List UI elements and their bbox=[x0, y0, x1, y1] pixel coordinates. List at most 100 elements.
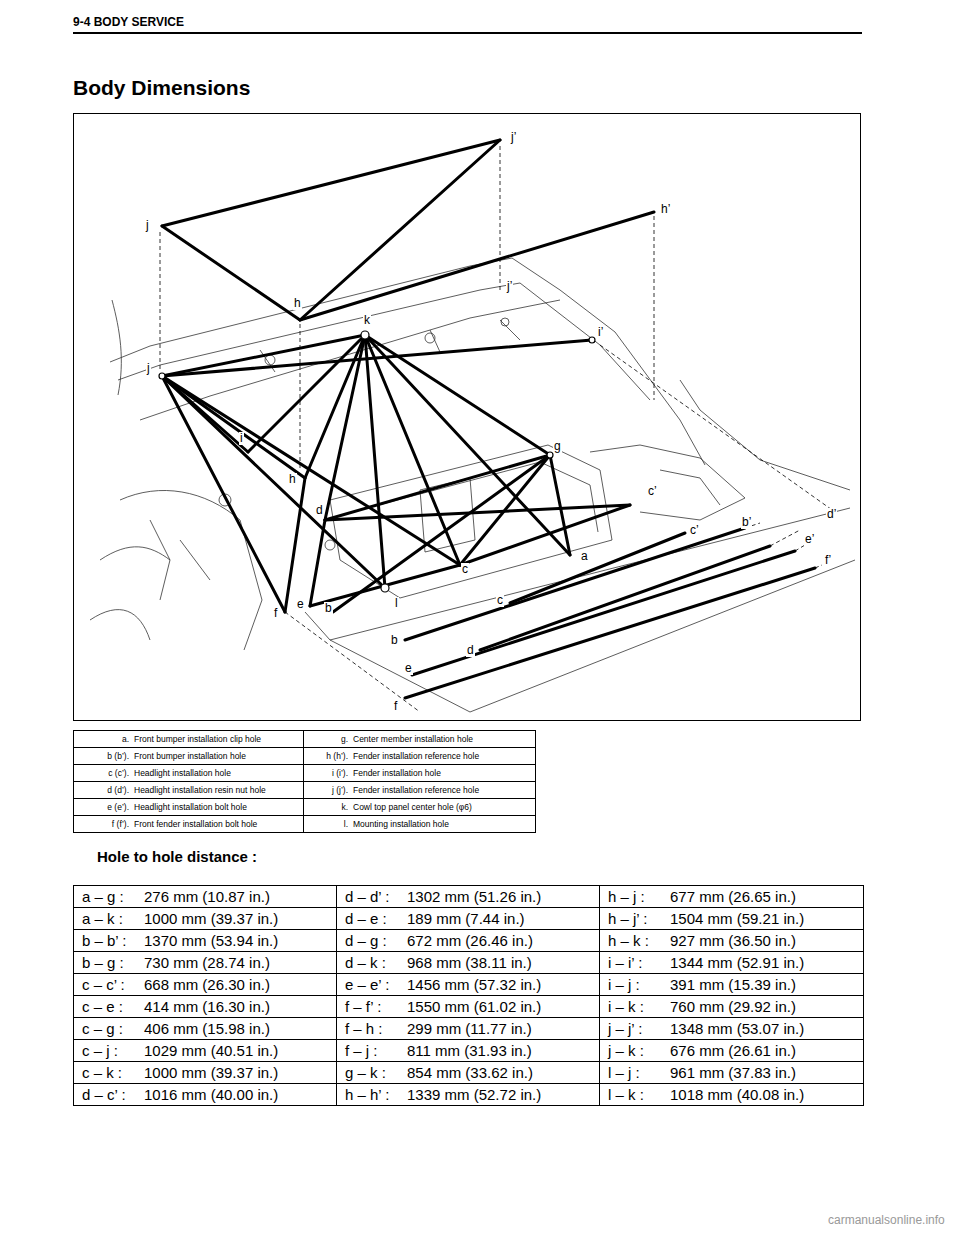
key-letter: b (b’). bbox=[74, 751, 129, 761]
point-label: b bbox=[390, 634, 399, 647]
point-label: a bbox=[580, 550, 589, 563]
distance-value: 730 mm (28.74 in.) bbox=[144, 954, 270, 971]
distance-pair: h – k : bbox=[608, 932, 670, 949]
distance-pair: h – j : bbox=[608, 888, 670, 905]
distance-value: 1456 mm (57.32 in.) bbox=[407, 976, 541, 993]
key-letter: j (j’). bbox=[304, 785, 348, 795]
measurement-lines bbox=[162, 140, 815, 698]
key-letter: h (h’). bbox=[304, 751, 348, 761]
point-label: j’ bbox=[510, 131, 517, 144]
distance-pair: c – e : bbox=[82, 998, 144, 1015]
distance-pair: h – j’ : bbox=[608, 910, 670, 927]
point-label: h bbox=[288, 473, 297, 486]
point-label: i bbox=[239, 432, 244, 445]
point-label: g bbox=[553, 440, 562, 453]
point-label: b’ bbox=[741, 516, 752, 529]
distance-value: 1348 mm (53.07 in.) bbox=[670, 1020, 804, 1037]
distance-pair: j – k : bbox=[608, 1042, 670, 1059]
point-label: c’ bbox=[689, 524, 700, 537]
distance-value: 677 mm (26.65 in.) bbox=[670, 888, 796, 905]
key-letter: g. bbox=[304, 734, 348, 744]
distance-pair: c – j : bbox=[82, 1042, 144, 1059]
point-label: c bbox=[461, 563, 469, 576]
page-title: Body Dimensions bbox=[73, 76, 250, 100]
key-description: Cowl top panel center hole (φ6) bbox=[348, 802, 472, 812]
key-letter: i (i’). bbox=[304, 768, 348, 778]
distance-pair: c – g : bbox=[82, 1020, 144, 1037]
distance-pair: d – g : bbox=[345, 932, 407, 949]
point-label: h’ bbox=[660, 203, 671, 216]
figure-frame bbox=[74, 114, 861, 721]
distance-value: 1550 mm (61.02 in.) bbox=[407, 998, 541, 1015]
distance-value: 1016 mm (40.00 in.) bbox=[144, 1086, 278, 1103]
distance-value: 1504 mm (59.21 in.) bbox=[670, 910, 804, 927]
distance-pair: e – e’ : bbox=[345, 976, 407, 993]
distance-pair: j – j’ : bbox=[608, 1020, 670, 1037]
point-label: b bbox=[324, 602, 333, 615]
distance-value: 927 mm (36.50 in.) bbox=[670, 932, 796, 949]
distance-value: 1370 mm (53.94 in.) bbox=[144, 932, 278, 949]
distance-pair: a – k : bbox=[82, 910, 144, 927]
distance-value: 276 mm (10.87 in.) bbox=[144, 888, 270, 905]
distance-value: 760 mm (29.92 in.) bbox=[670, 998, 796, 1015]
hole-marks bbox=[159, 331, 595, 592]
point-label: j’ bbox=[506, 280, 513, 293]
distance-pair: i – k : bbox=[608, 998, 670, 1015]
distance-pair: f – h : bbox=[345, 1020, 407, 1037]
key-description: Front bumper installation clip hole bbox=[129, 734, 261, 744]
distance-value: 1344 mm (52.91 in.) bbox=[670, 954, 804, 971]
point-label: d bbox=[466, 644, 475, 657]
key-letter: a. bbox=[74, 734, 129, 744]
distance-table: a – g :276 mm (10.87 in.) d – d’ :1302 mm… bbox=[73, 885, 864, 1106]
distance-pair: d – k : bbox=[345, 954, 407, 971]
distance-value: 854 mm (33.62 in.) bbox=[407, 1064, 533, 1081]
distance-value: 1302 mm (51.26 in.) bbox=[407, 888, 541, 905]
distance-pair: a – g : bbox=[82, 888, 144, 905]
distance-value: 668 mm (26.30 in.) bbox=[144, 976, 270, 993]
key-description: Fender installation hole bbox=[348, 768, 441, 778]
key-letter: c (c’). bbox=[74, 768, 129, 778]
point-label: e bbox=[404, 662, 413, 675]
distance-value: 961 mm (37.83 in.) bbox=[670, 1064, 796, 1081]
key-letter: d (d’). bbox=[74, 785, 129, 795]
section-heading: Hole to hole distance : bbox=[97, 848, 257, 865]
key-description: Headlight installation bolt hole bbox=[129, 802, 247, 812]
distance-pair: c – c’ : bbox=[82, 976, 144, 993]
key-description: Mounting installation hole bbox=[348, 819, 449, 829]
distance-value: 1000 mm (39.37 in.) bbox=[144, 910, 278, 927]
distance-value: 676 mm (26.61 in.) bbox=[670, 1042, 796, 1059]
distance-value: 406 mm (15.98 in.) bbox=[144, 1020, 270, 1037]
distance-value: 968 mm (38.11 in.) bbox=[407, 954, 532, 971]
distance-pair: i – i’ : bbox=[608, 954, 670, 971]
distance-pair: g – k : bbox=[345, 1064, 407, 1081]
reference-lines bbox=[160, 146, 835, 712]
key-description: Fender installation reference hole bbox=[348, 785, 479, 795]
key-letter: e (e’). bbox=[74, 802, 129, 812]
point-label: j bbox=[145, 219, 150, 232]
distance-pair: b – b’ : bbox=[82, 932, 144, 949]
distance-value: 1018 mm (40.08 in.) bbox=[670, 1086, 804, 1103]
distance-value: 189 mm (7.44 in.) bbox=[407, 910, 525, 927]
point-label: j bbox=[146, 362, 151, 375]
key-description: Headlight installation hole bbox=[129, 768, 231, 778]
key-letter: f (f’). bbox=[74, 819, 129, 829]
point-label: f’ bbox=[824, 554, 832, 567]
distance-value: 414 mm (16.30 in.) bbox=[144, 998, 270, 1015]
distance-pair: b – g : bbox=[82, 954, 144, 971]
distance-pair: h – h’ : bbox=[345, 1086, 407, 1103]
key-letter: l. bbox=[304, 819, 348, 829]
header-rule bbox=[73, 32, 862, 34]
distance-pair: l – j : bbox=[608, 1064, 670, 1081]
point-label: e’ bbox=[804, 533, 815, 546]
key-description: Front bumper installation hole bbox=[129, 751, 246, 761]
distance-pair: c – k : bbox=[82, 1064, 144, 1081]
distance-pair: d – c’ : bbox=[82, 1086, 144, 1103]
point-label: d’ bbox=[826, 508, 837, 521]
distance-pair: i – j : bbox=[608, 976, 670, 993]
distance-pair: d – d’ : bbox=[345, 888, 407, 905]
point-label: e bbox=[296, 598, 305, 611]
key-description: Fender installation reference hole bbox=[348, 751, 479, 761]
point-label: l bbox=[394, 597, 399, 610]
distance-pair: f – j : bbox=[345, 1042, 407, 1059]
key-description: Front fender installation bolt hole bbox=[129, 819, 257, 829]
